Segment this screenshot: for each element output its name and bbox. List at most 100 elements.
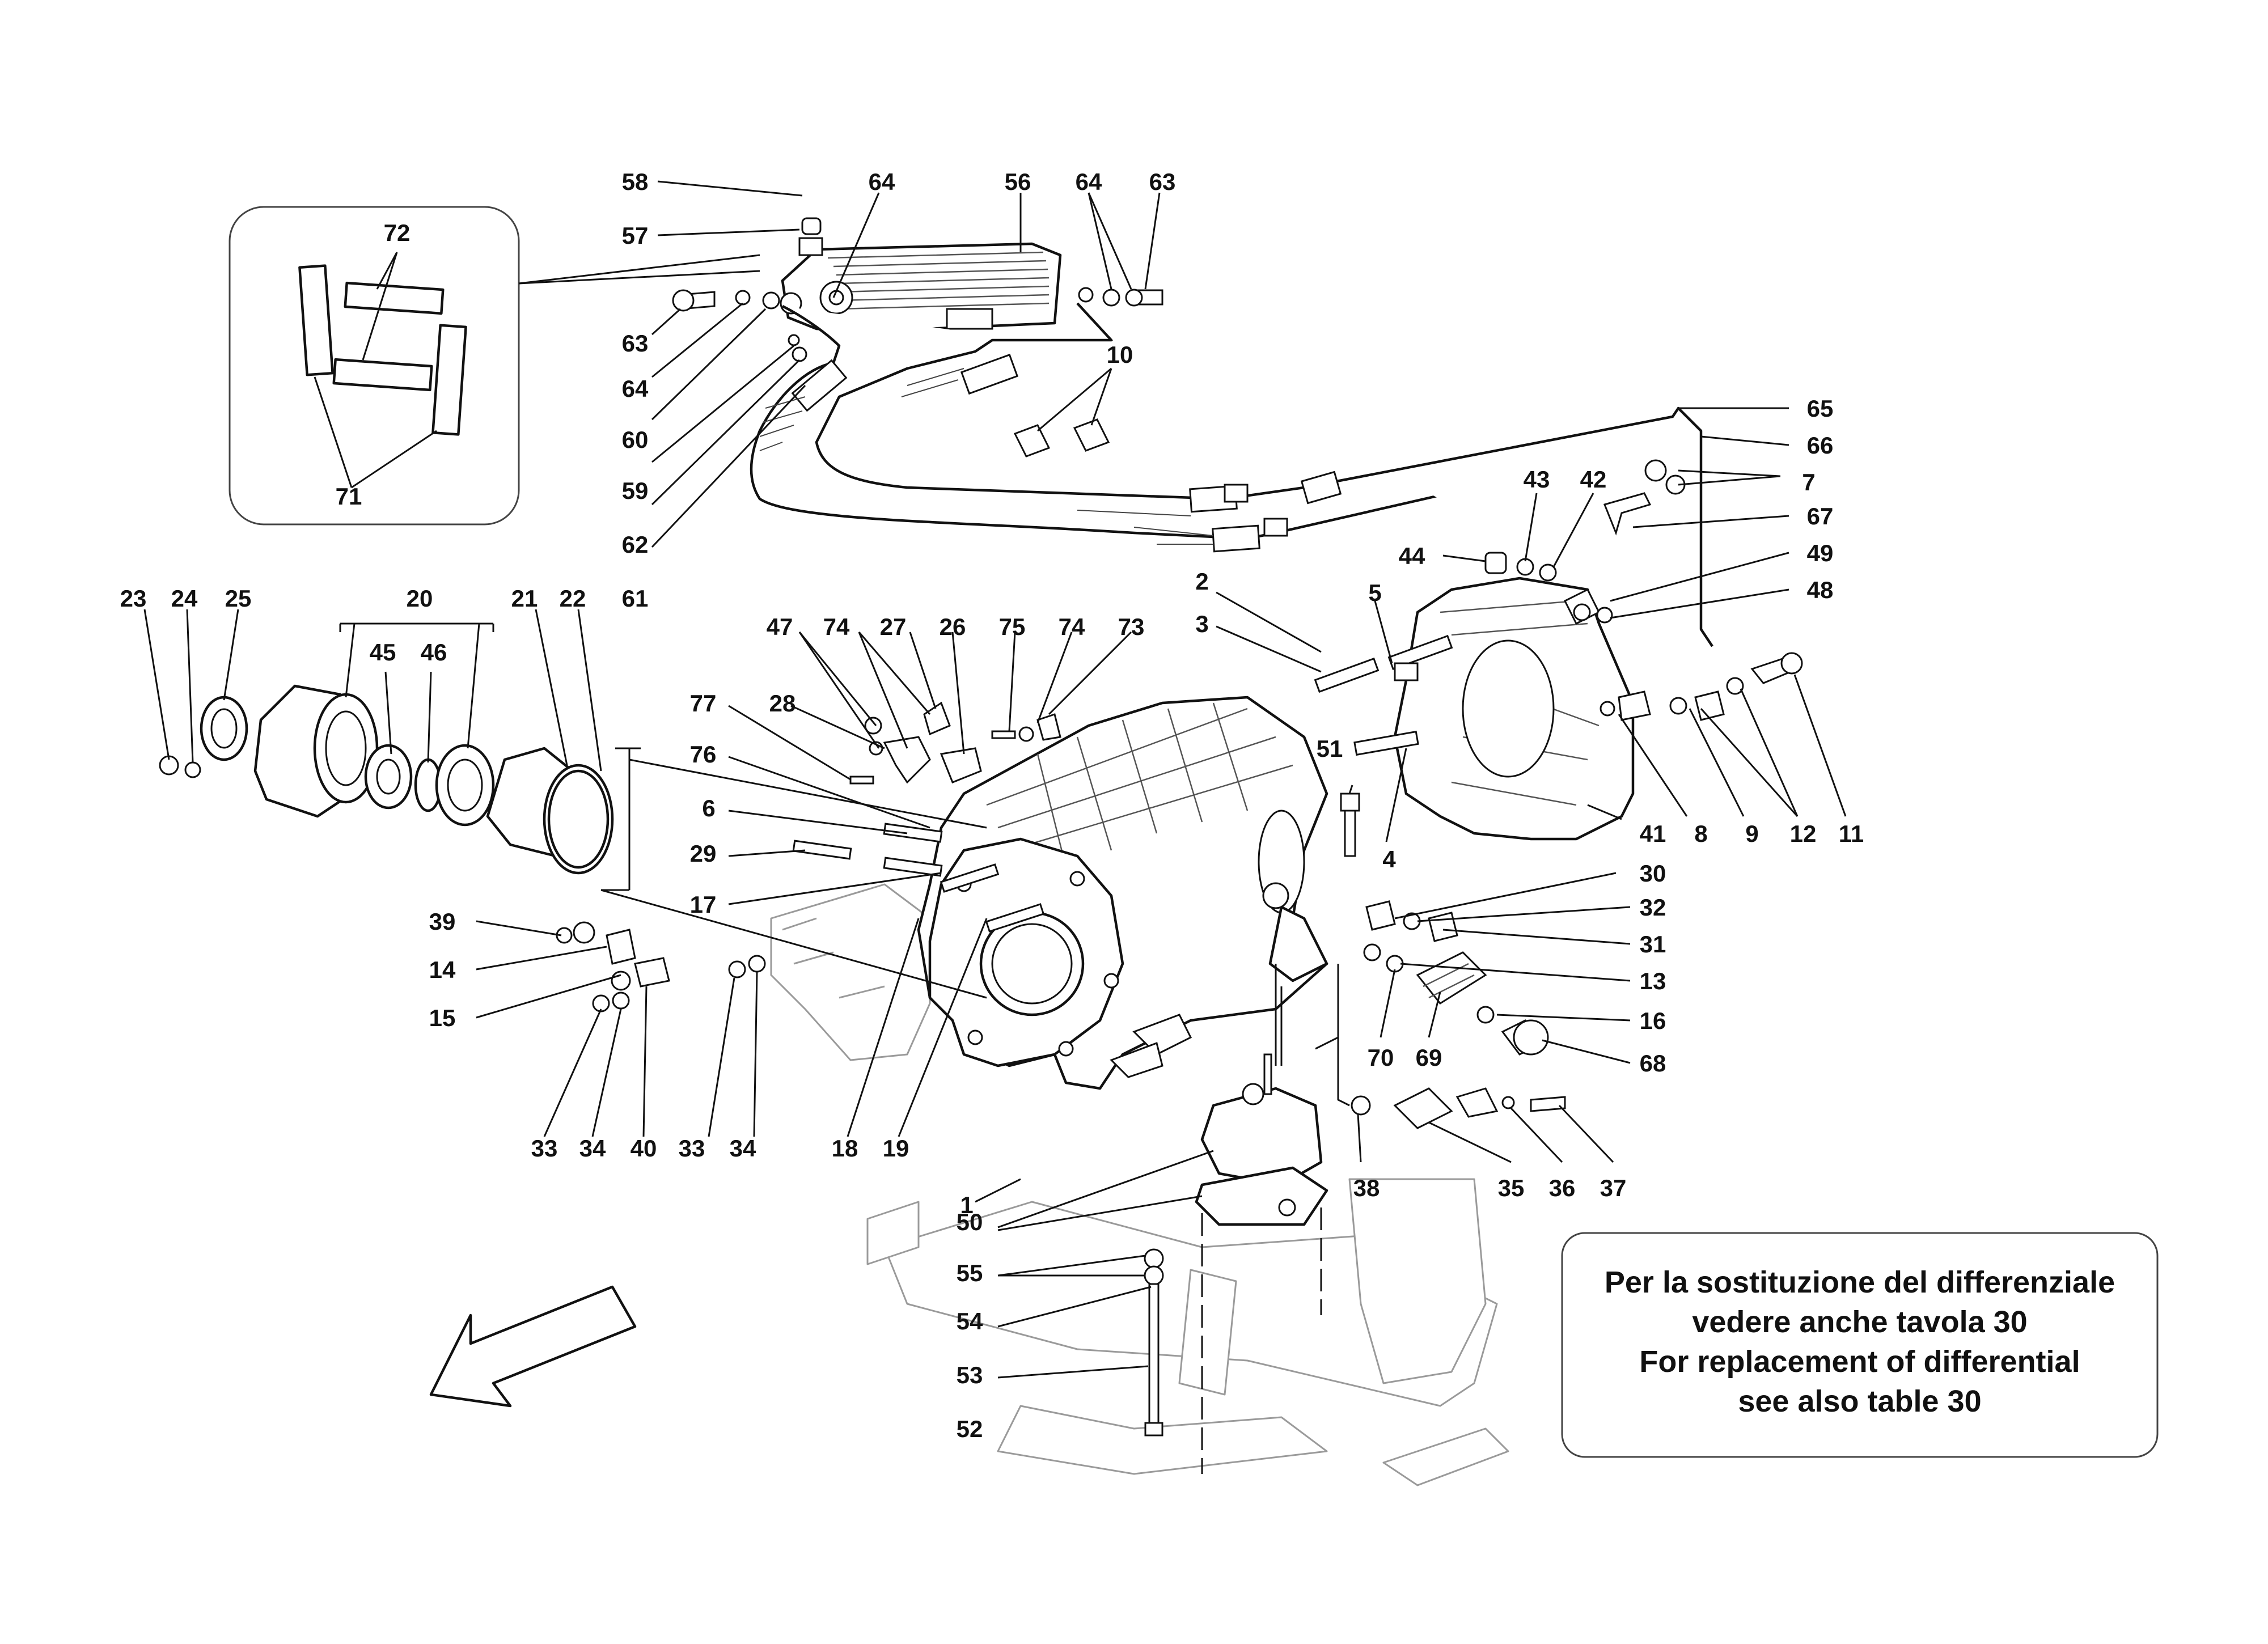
- part-label: 37: [1600, 1175, 1627, 1201]
- part-label: 66: [1807, 432, 1834, 459]
- part-label: 47: [767, 613, 793, 640]
- direction-arrow: [429, 1285, 637, 1408]
- part-label: 44: [1399, 543, 1425, 569]
- part-label: 9: [1745, 820, 1758, 847]
- part-label: 25: [225, 585, 252, 612]
- part-label: 61: [622, 585, 649, 612]
- part-label: 21: [511, 585, 538, 612]
- part-label: 69: [1416, 1044, 1442, 1071]
- part-label: 65: [1807, 395, 1834, 422]
- part-label: 33: [531, 1135, 558, 1162]
- part-label: 22: [560, 585, 586, 612]
- part-label: 75: [999, 613, 1026, 640]
- part-label: 62: [622, 531, 649, 558]
- part-label: 57: [622, 222, 649, 249]
- part-label: 43: [1524, 466, 1550, 493]
- part-label: 5: [1368, 579, 1381, 606]
- part-label: 39: [429, 908, 456, 935]
- part-label: 63: [1149, 168, 1176, 195]
- part-label: 77: [690, 690, 717, 717]
- part-label: 45: [370, 639, 396, 666]
- part-label: 73: [1118, 613, 1145, 640]
- part-label: 18: [832, 1135, 858, 1162]
- part-label: 36: [1549, 1175, 1576, 1201]
- part-label: 71: [336, 483, 362, 510]
- part-label: 55: [957, 1260, 983, 1286]
- part-label: 67: [1807, 503, 1834, 529]
- part-label: 13: [1640, 968, 1666, 994]
- part-label: 10: [1107, 341, 1133, 368]
- part-label: 28: [769, 690, 796, 717]
- part-label: 56: [1005, 168, 1031, 195]
- chassis-background: [770, 883, 1509, 1486]
- part-label: 64: [1076, 168, 1102, 195]
- part-label: 4: [1382, 846, 1396, 872]
- leader-lines: [143, 180, 1847, 1379]
- part-label: 42: [1580, 466, 1607, 493]
- part-label: 32: [1640, 894, 1666, 921]
- bearing-housing-group: [159, 622, 641, 891]
- part-label: 68: [1640, 1050, 1666, 1077]
- part-label: 63: [622, 330, 649, 357]
- part-labels: 58 64 56 64 63 57 63 64 60 59 62 61 10 6…: [120, 168, 1864, 1442]
- part-label: 6: [702, 795, 715, 821]
- part-label: 16: [1640, 1007, 1666, 1034]
- note-line-1: Per la sostituzione del differenziale: [1605, 1265, 2115, 1299]
- part-label: 64: [622, 375, 649, 402]
- part-label: 14: [429, 956, 456, 983]
- part-label: 34: [730, 1135, 756, 1162]
- mount-assembly: [1144, 986, 1328, 1474]
- note-line-3: For replacement of differential: [1639, 1345, 2080, 1379]
- part-label: 2: [1195, 568, 1208, 595]
- note-line-4: see also table 30: [1738, 1384, 1981, 1418]
- part-label: 74: [1059, 613, 1085, 640]
- part-label: 41: [1640, 820, 1666, 847]
- part-label: 50: [957, 1209, 983, 1235]
- oil-cooler-assembly: [672, 217, 1713, 647]
- part-label: 7: [1802, 469, 1815, 495]
- part-label: 8: [1694, 820, 1707, 847]
- valve-parts: [1315, 900, 1566, 1129]
- part-label: 74: [823, 613, 850, 640]
- part-label: 59: [622, 477, 649, 504]
- part-label: 24: [171, 585, 198, 612]
- part-label: 58: [622, 168, 649, 195]
- part-label: 27: [880, 613, 907, 640]
- part-label: 19: [883, 1135, 909, 1162]
- part-label: 20: [407, 585, 433, 612]
- part-label: 1: [960, 1192, 973, 1218]
- part-label: 3: [1195, 611, 1208, 637]
- replacement-note: Per la sostituzione del differenziale ve…: [1561, 1232, 2159, 1458]
- part-label: 11: [1839, 820, 1864, 847]
- part-label: 33: [679, 1135, 705, 1162]
- part-label: 12: [1790, 820, 1817, 847]
- end-cover: [1314, 552, 1803, 841]
- inset-panel: [229, 206, 760, 526]
- part-label: 53: [957, 1362, 983, 1388]
- part-label: 54: [957, 1308, 983, 1334]
- part-label: 38: [1353, 1175, 1380, 1201]
- part-label: 30: [1640, 860, 1666, 887]
- part-label: 15: [429, 1005, 456, 1031]
- part-label: 76: [690, 741, 717, 768]
- left-small-parts: [556, 921, 766, 1012]
- part-label: 60: [622, 426, 649, 453]
- gearbox-housing: [600, 696, 1360, 1090]
- part-label: 52: [957, 1416, 983, 1442]
- part-label: 46: [421, 639, 447, 666]
- part-label: 70: [1368, 1044, 1394, 1071]
- part-label: 26: [940, 613, 966, 640]
- part-label: 29: [690, 840, 717, 867]
- note-line-2: vedere anche tavola 30: [1692, 1305, 2027, 1339]
- part-label: 31: [1640, 931, 1666, 957]
- part-label: 48: [1807, 577, 1834, 603]
- part-label: 23: [120, 585, 147, 612]
- part-label: 34: [579, 1135, 606, 1162]
- part-label: 72: [384, 219, 411, 246]
- part-label: 35: [1498, 1175, 1525, 1201]
- part-label: 51: [1317, 735, 1343, 762]
- part-label: 40: [631, 1135, 657, 1162]
- part-label: 49: [1807, 540, 1834, 566]
- part-label: 17: [690, 891, 717, 918]
